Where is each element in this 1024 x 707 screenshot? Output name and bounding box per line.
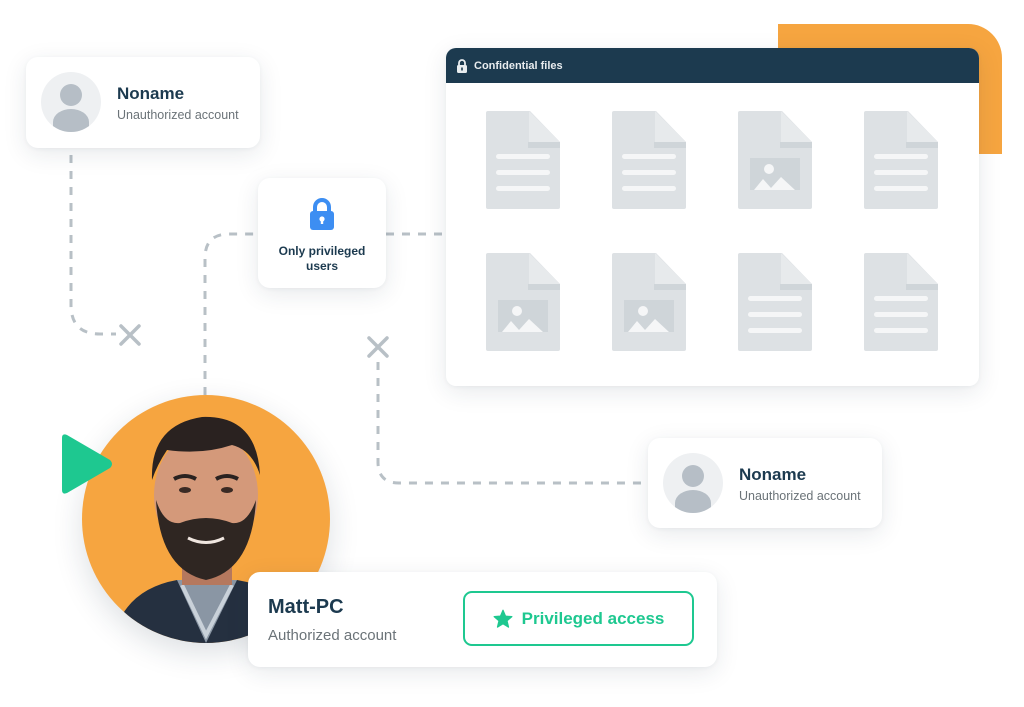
- lock-icon: [457, 58, 467, 73]
- user-name: Noname: [117, 84, 185, 103]
- unauthorized-user-card-bottom: Noname Unauthorized account: [648, 438, 882, 528]
- document-file-icon: [486, 111, 560, 209]
- unauthorized-user-card-top: Noname Unauthorized account: [26, 57, 260, 148]
- user-avatar-icon: [41, 72, 101, 132]
- user-status: Unauthorized account: [117, 108, 239, 122]
- image-file-icon: [612, 253, 686, 351]
- document-file-icon: [864, 111, 938, 209]
- authorized-user-card: Matt-PC Authorized account Privileged ac…: [248, 572, 717, 667]
- x-icon: [367, 336, 389, 358]
- document-file-icon: [864, 253, 938, 351]
- star-icon: [493, 609, 513, 628]
- lock-icon: [310, 198, 334, 230]
- window-title: Confidential files: [474, 59, 563, 72]
- image-file-icon: [738, 111, 812, 209]
- window-titlebar: Confidential files: [446, 48, 979, 83]
- document-file-icon: [612, 111, 686, 209]
- x-icon: [119, 324, 141, 346]
- user-photo: [82, 395, 330, 643]
- privileged-gate-card: Only privileged users: [258, 178, 386, 288]
- user-avatar-icon: [663, 453, 723, 513]
- user-status: Unauthorized account: [739, 489, 861, 503]
- privileged-access-badge: Privileged access: [463, 591, 694, 646]
- badge-label: Privileged access: [521, 608, 665, 628]
- user-name: Matt-PC: [268, 596, 344, 618]
- user-name: Noname: [739, 465, 807, 484]
- image-file-icon: [486, 253, 560, 351]
- user-status: Authorized account: [268, 627, 397, 644]
- gate-label: Only privileged users: [278, 244, 366, 273]
- play-icon: [62, 434, 112, 494]
- document-file-icon: [738, 253, 812, 351]
